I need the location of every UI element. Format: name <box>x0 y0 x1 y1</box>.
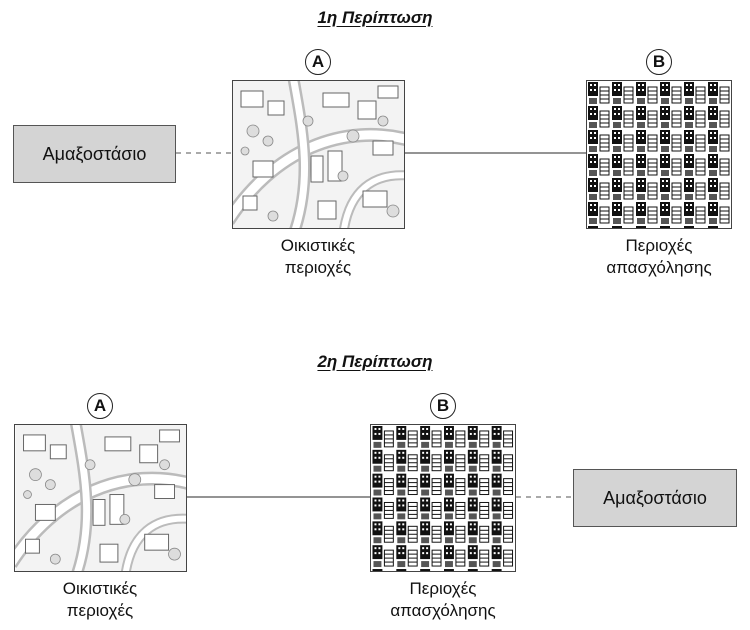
case2-depot-box: Αμαξοστάσιο <box>573 469 737 527</box>
employment-tile-art <box>587 81 731 228</box>
city-blocks-icon <box>586 80 732 229</box>
case1-residential-label: Οικιστικές περιοχές <box>228 235 408 279</box>
case1-residential-line1: Οικιστικές <box>280 236 356 255</box>
employment-tile-art <box>371 425 515 571</box>
suburban-map-icon <box>14 424 187 572</box>
case2-residential-label: Οικιστικές περιοχές <box>10 578 190 622</box>
case2-badge-b: B <box>430 393 456 419</box>
case1-employment-label: Περιοχές απασχόλησης <box>569 235 749 279</box>
case1-title: 1η Περίπτωση <box>317 8 433 27</box>
residential-tile-art <box>15 425 186 571</box>
case2-employment-label: Περιοχές απασχόλησης <box>353 578 533 622</box>
case2-badge-a: A <box>87 393 113 419</box>
case2-employment-line2: απασχόλησης <box>390 601 496 620</box>
city-blocks-icon <box>370 424 516 572</box>
suburban-map-icon <box>232 80 405 229</box>
case2-residential-line1: Οικιστικές <box>62 579 138 598</box>
residential-tile-art <box>233 81 404 228</box>
case1-badge-b: B <box>646 49 672 75</box>
case1-employment-line2: απασχόλησης <box>606 258 712 277</box>
case1-employment-line1: Περιοχές <box>625 236 693 255</box>
case2-employment-line1: Περιοχές <box>409 579 477 598</box>
case2-residential-line2: περιοχές <box>66 601 134 620</box>
case1-badge-a: A <box>305 49 331 75</box>
case1-residential-line2: περιοχές <box>284 258 352 277</box>
case1-depot-box: Αμαξοστάσιο <box>13 125 176 183</box>
case2-title: 2η Περίπτωση <box>317 352 433 371</box>
